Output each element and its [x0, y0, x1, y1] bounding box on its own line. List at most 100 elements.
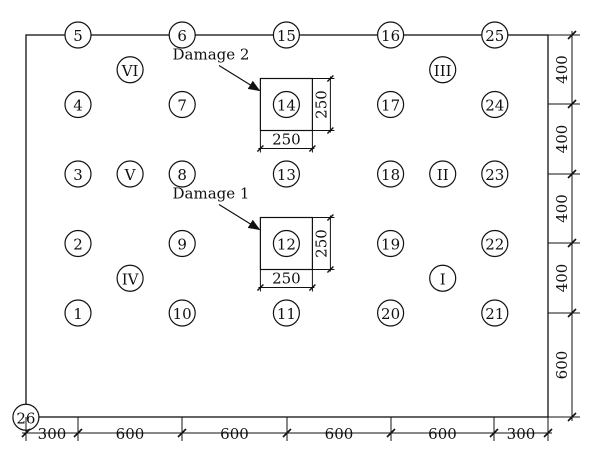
- damage-arrow: [218, 203, 261, 231]
- sensor-label: 25: [485, 27, 504, 45]
- damage-arrow: [218, 64, 261, 92]
- right-dimension-label: 600: [553, 351, 571, 380]
- sensor-circle: [64, 160, 92, 188]
- actuator-V: V: [116, 160, 144, 188]
- sensor-21: 21: [481, 299, 509, 327]
- actuator-label: III: [434, 62, 452, 80]
- sensor-18: 18: [377, 160, 405, 188]
- actuator-I: I: [429, 264, 457, 292]
- sensor-label: 19: [381, 236, 400, 254]
- sensor-label: 1: [73, 305, 83, 323]
- sensor-circle: [168, 21, 196, 49]
- sensor-label: 4: [73, 97, 83, 115]
- damage-width-label: 250: [272, 131, 301, 149]
- sensor-label: 13: [277, 166, 296, 184]
- bottom-dimension-label: 300: [507, 425, 536, 443]
- sensor-10: 10: [168, 299, 196, 327]
- sensor-2: 2: [64, 229, 92, 258]
- right-dimension-label: 400: [553, 264, 571, 293]
- actuator-label: VI: [121, 62, 139, 80]
- sensor-circle: [481, 90, 509, 119]
- actuator-circle: [116, 160, 144, 188]
- sensor-circle: [377, 90, 405, 119]
- sensor-9: 9: [168, 229, 196, 258]
- actuator-II: II: [429, 160, 457, 188]
- sensor-label: 17: [381, 97, 400, 115]
- sensor-circle: [168, 299, 196, 327]
- sensor-4: 4: [64, 90, 92, 119]
- sensor-label: 3: [73, 166, 83, 184]
- actuator-label: V: [124, 166, 137, 184]
- sensor-15: 15: [272, 21, 300, 49]
- sensor-circle: [64, 21, 92, 49]
- sensor-5: 5: [64, 21, 92, 49]
- sensor-circle: [272, 21, 300, 49]
- sensor-circle: [377, 229, 405, 258]
- sensor-label: 8: [177, 166, 187, 184]
- sensor-circle: [168, 160, 196, 188]
- bottom-dimension-label: 300: [38, 425, 67, 443]
- sensor-label: 24: [485, 97, 504, 115]
- sensor-3: 3: [64, 160, 92, 188]
- sensor-circle: [64, 229, 92, 258]
- bottom-dimension-label: 600: [220, 425, 249, 443]
- sensor-label: 20: [381, 305, 400, 323]
- damage-square: [259, 216, 313, 271]
- sensor-circle: [272, 90, 300, 119]
- damage-label: Damage 2: [173, 46, 250, 64]
- damage-square: [259, 77, 313, 132]
- sensor-1: 1: [64, 299, 92, 327]
- sensor-23: 23: [481, 160, 509, 188]
- sensor-label: 18: [381, 166, 400, 184]
- bottom-dimension-label: 600: [116, 425, 145, 443]
- sensor-label: 5: [73, 27, 83, 45]
- actuator-circle: [116, 56, 144, 84]
- actuator-III: III: [429, 56, 457, 84]
- sensor-20: 20: [377, 299, 405, 327]
- bottom-dimension-label: 600: [428, 425, 457, 443]
- sensor-8: 8: [168, 160, 196, 188]
- sensor-label: 22: [485, 236, 504, 254]
- sensor-circle: [272, 299, 300, 327]
- sensor-circle: [272, 229, 300, 258]
- sensor-label: 12: [277, 236, 296, 254]
- sensor-7: 7: [168, 90, 196, 119]
- sensor-circle: [481, 229, 509, 258]
- sensor-label: 23: [485, 166, 504, 184]
- sensor-label: 21: [485, 305, 504, 323]
- sensor-22: 22: [481, 229, 509, 258]
- damage-height-label: 250: [312, 229, 330, 258]
- right-dimension-label: 400: [553, 125, 571, 154]
- actuator-label: IV: [122, 270, 140, 288]
- damage-region-1: 250 250 Damage 1: [173, 185, 335, 292]
- actuator-label: I: [440, 270, 446, 288]
- sensor-circle: [377, 299, 405, 327]
- actuator-IV: IV: [116, 264, 144, 292]
- sensor-13: 13: [272, 160, 300, 188]
- sensor-label: 14: [277, 97, 296, 115]
- sensor-24: 24: [481, 90, 509, 119]
- sensor-12: 12: [272, 229, 300, 258]
- sensor-19: 19: [377, 229, 405, 258]
- actuator-circle: [116, 264, 144, 292]
- damage-label: Damage 1: [173, 185, 250, 203]
- damage-width-label: 250: [272, 270, 301, 288]
- sensor-25: 25: [481, 21, 509, 49]
- sensor-circle: [481, 160, 509, 188]
- sensor-label: 6: [177, 27, 187, 45]
- actuator-circle: [429, 56, 457, 84]
- sensor-label: 2: [73, 236, 83, 254]
- sensor-circle: [64, 299, 92, 327]
- actuator-circle: [429, 160, 457, 188]
- sensor-circle: [377, 21, 405, 49]
- sensor-label: 11: [277, 305, 296, 323]
- sensor-label: 15: [277, 27, 296, 45]
- sensor-label: 9: [177, 236, 187, 254]
- sensor-circle: [377, 160, 405, 188]
